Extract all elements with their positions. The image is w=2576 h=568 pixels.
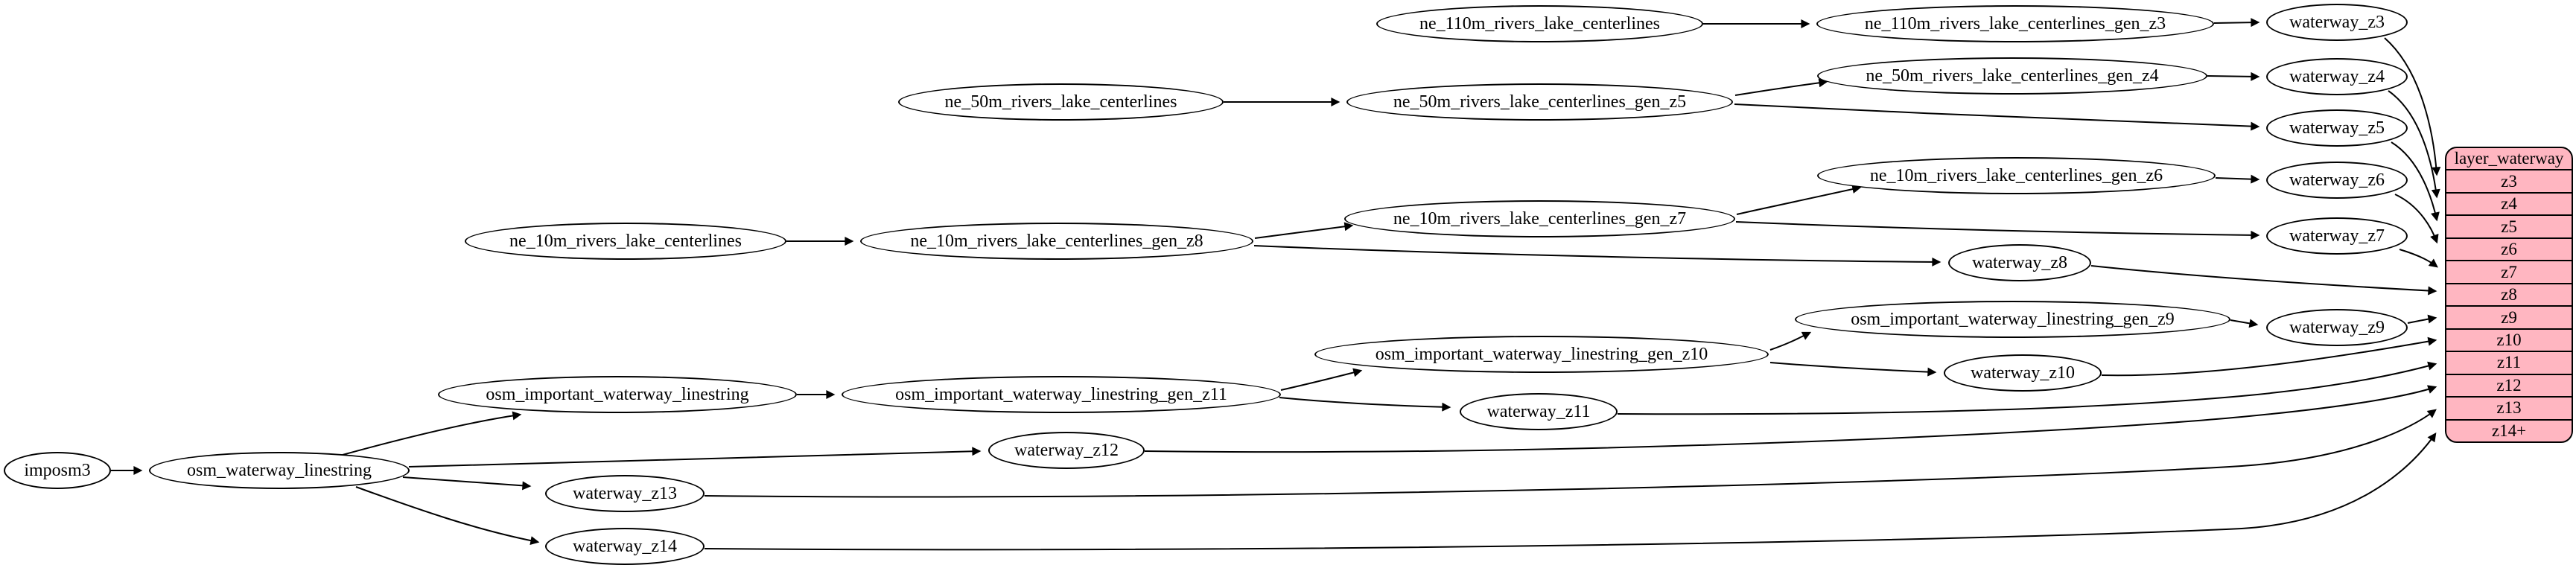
node-waterway-z8: waterway_z8 — [1948, 244, 2091, 281]
node-osm-waterway-linestring: osm_waterway_linestring — [149, 452, 410, 489]
node-ne-10m-rivers-lake-centerlines-gen-z7: ne_10m_rivers_lake_centerlines_gen_z7 — [1344, 200, 1735, 237]
node-ne-110m-rivers-lake-centerlines: ne_110m_rivers_lake_centerlines — [1376, 5, 1703, 42]
edge-osmwaterway-to-osmimp — [342, 411, 522, 456]
table-row-z13: z13 — [2446, 396, 2572, 418]
edge-osmwaterway-to-waterwayz12 — [408, 447, 982, 468]
edge-waterwayz6-to-rowz6 — [2394, 194, 2439, 244]
edge-waterwayz12-to-rowz12 — [1144, 385, 2437, 453]
edge-genz6-to-waterwayz6 — [2215, 174, 2260, 184]
edge-genz11-to-genz10 — [1280, 368, 1363, 391]
node-waterway-z5: waterway_z5 — [2266, 109, 2408, 147]
edge-genz10-to-genz9 — [1769, 331, 1812, 351]
table-row-z11: z11 — [2446, 351, 2572, 373]
node-ne-110m-rivers-lake-centerlines-gen-z3: ne_110m_rivers_lake_centerlines_gen_z3 — [1816, 5, 2214, 42]
node-ne-10m-rivers-lake-centerlines: ne_10m_rivers_lake_centerlines — [465, 223, 786, 260]
layer-waterway-table: layer_waterway z3 z4 z5 z6 z7 z8 z9 z10 … — [2445, 147, 2573, 443]
layer-waterway-table-header: layer_waterway — [2454, 149, 2564, 168]
table-row-z8: z8 — [2446, 282, 2572, 305]
node-waterway-z13: waterway_z13 — [545, 475, 705, 512]
table-row-z6: z6 — [2446, 237, 2572, 260]
node-ne-10m-rivers-lake-centerlines-gen-z6: ne_10m_rivers_lake_centerlines_gen_z6 — [1817, 157, 2216, 194]
edge-genz3-to-waterwayz3 — [2213, 18, 2260, 28]
node-ne-50m-rivers-lake-centerlines: ne_50m_rivers_lake_centerlines — [898, 83, 1224, 121]
table-row-z10: z10 — [2446, 328, 2572, 351]
edge-waterwayz13-to-rowz13 — [704, 409, 2437, 498]
edge-genz11-to-waterwayz11 — [1279, 397, 1451, 412]
node-osm-important-waterway-linestring-gen-z9: osm_important_waterway_linestring_gen_z9 — [1795, 301, 2230, 338]
table-row-z14plus: z14+ — [2446, 418, 2572, 441]
node-imposm3: imposm3 — [4, 452, 111, 489]
edge-genz8-to-genz7 — [1254, 222, 1354, 239]
edge-waterwayz14-to-rowz14 — [704, 433, 2437, 551]
edge-waterwayz5-to-rowz5 — [2391, 141, 2440, 222]
edge-osmwaterway-to-waterwayz14 — [355, 486, 540, 546]
edge-osmwaterway-to-waterwayz13 — [402, 476, 532, 491]
node-ne-50m-rivers-lake-centerlines-gen-z4: ne_50m_rivers_lake_centerlines_gen_z4 — [1817, 57, 2207, 95]
edge-waterwayz4-to-rowz4 — [2388, 90, 2440, 199]
node-osm-important-waterway-linestring: osm_important_waterway_linestring — [438, 376, 797, 413]
table-row-z7: z7 — [2446, 260, 2572, 282]
node-waterway-z9: waterway_z9 — [2266, 309, 2408, 346]
node-waterway-z6: waterway_z6 — [2266, 162, 2408, 199]
node-waterway-z12: waterway_z12 — [988, 432, 1145, 469]
node-osm-important-waterway-linestring-gen-z11: osm_important_waterway_linestring_gen_z1… — [842, 376, 1281, 413]
node-waterway-z14: waterway_z14 — [545, 528, 705, 565]
edge-genz5-to-genz4 — [1734, 78, 1828, 96]
edge-waterwayz9-to-rowz9 — [2407, 314, 2437, 324]
edge-genz10-to-waterwayz10 — [1769, 362, 1937, 377]
node-waterway-z10: waterway_z10 — [1944, 354, 2102, 392]
edge-waterwayz8-to-rowz8 — [2090, 265, 2437, 296]
node-ne-50m-rivers-lake-centerlines-gen-z5: ne_50m_rivers_lake_centerlines_gen_z5 — [1346, 83, 1733, 121]
table-row-z12: z12 — [2446, 373, 2572, 396]
edge-waterwayz7-to-rowz7 — [2399, 249, 2438, 268]
edge-waterwayz10-to-rowz10 — [2101, 336, 2437, 377]
table-row-z9: z9 — [2446, 305, 2572, 328]
node-waterway-z3: waterway_z3 — [2266, 4, 2408, 41]
node-osm-important-waterway-linestring-gen-z10: osm_important_waterway_linestring_gen_z1… — [1314, 336, 1769, 373]
edge-genz7-to-waterwayz7 — [1735, 221, 2260, 240]
edge-waterwayz3-to-rowz3 — [2384, 37, 2441, 176]
edge-genz8-to-waterwayz8 — [1253, 245, 1941, 267]
edge-waterwayz11-to-rowz11 — [1617, 361, 2437, 415]
node-waterway-z4: waterway_z4 — [2266, 58, 2408, 95]
table-row-z4: z4 — [2446, 191, 2572, 214]
node-waterway-z7: waterway_z7 — [2266, 217, 2408, 255]
table-row-z5: z5 — [2446, 214, 2572, 237]
node-waterway-z11: waterway_z11 — [1460, 393, 1618, 430]
edge-genz7-to-genz6 — [1736, 185, 1862, 215]
edge-genz5-to-waterwayz5 — [1734, 103, 2260, 131]
table-row-z3: z3 — [2446, 169, 2572, 191]
edge-genz4-to-waterwayz4 — [2207, 71, 2260, 81]
node-ne-10m-rivers-lake-centerlines-gen-z8: ne_10m_rivers_lake_centerlines_gen_z8 — [860, 223, 1253, 260]
edge-genz9-to-waterwayz9 — [2230, 319, 2259, 328]
